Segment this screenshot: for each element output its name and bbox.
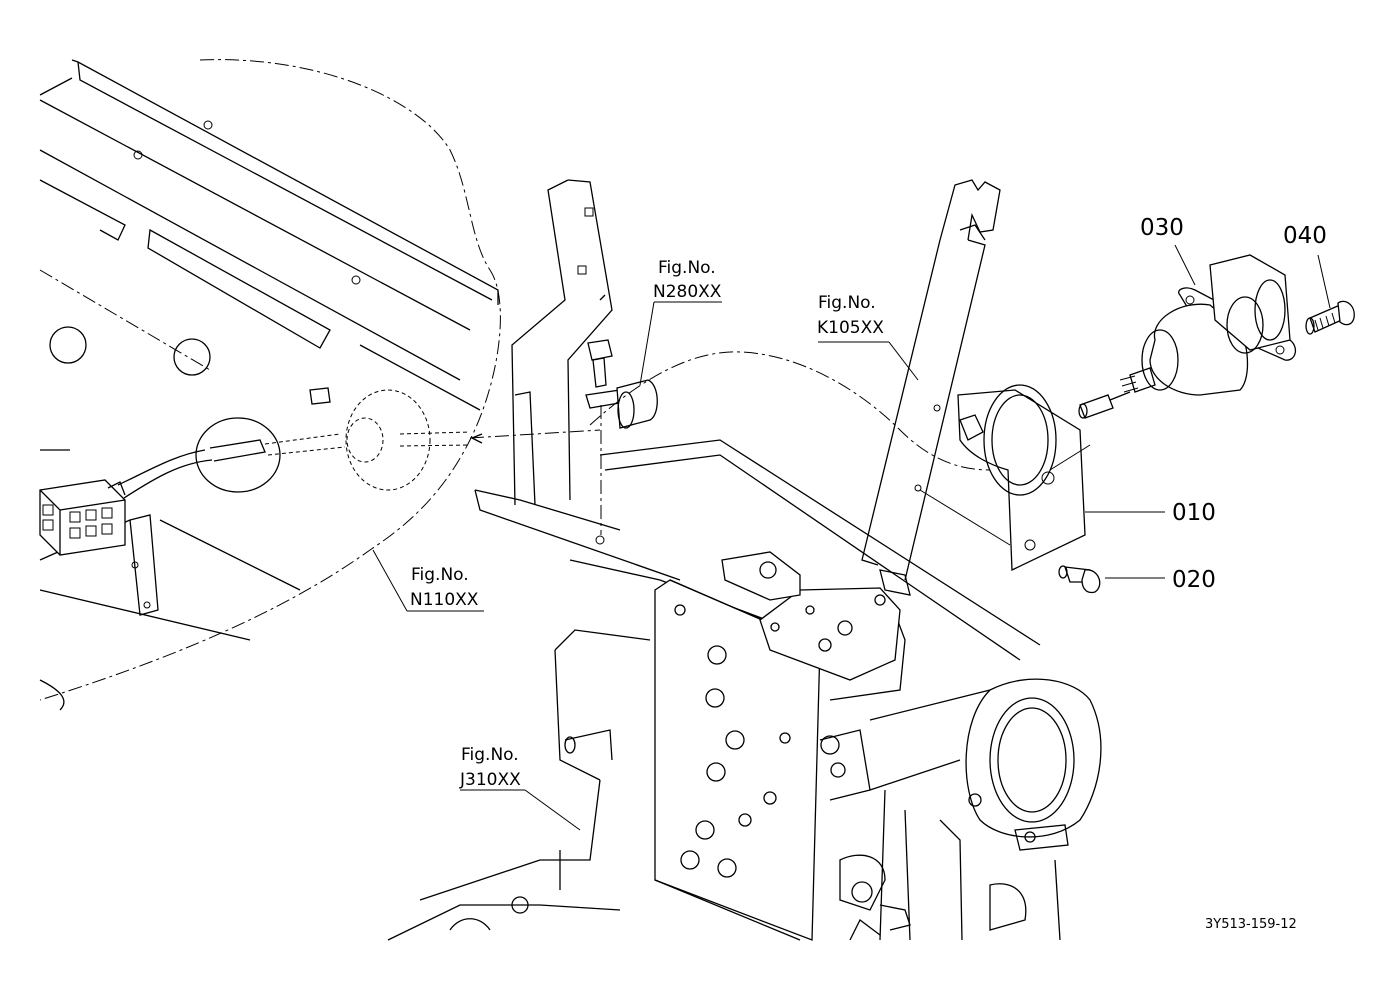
callout-n280xx-fig: Fig.No. [658, 258, 716, 278]
cylinder-housing [599, 439, 1102, 941]
valve-block [387, 551, 906, 941]
left-housing [39, 59, 501, 711]
spacer-bolt [585, 294, 658, 535]
part-number-020: 020 [1172, 567, 1216, 593]
part-number-040: 040 [1283, 223, 1327, 249]
callout-n280xx-code: N280XX [653, 282, 722, 302]
center-bracket [474, 179, 681, 581]
callout-n280xx: Fig.No. N280XX [653, 258, 722, 302]
callout-n110xx-fig: Fig.No. [411, 565, 469, 585]
callout-j310xx: Fig.No. J310XX [459, 745, 521, 790]
solenoid-030 [1078, 254, 1297, 419]
callout-j310xx-code: J310XX [459, 770, 521, 790]
callout-k105xx-fig: Fig.No. [818, 293, 876, 313]
grommet [345, 389, 601, 491]
callout-k105xx: Fig.No. K105XX [817, 293, 884, 338]
bolt-040 [1305, 300, 1355, 335]
part-number-030: 030 [1140, 215, 1184, 241]
callout-j310xx-fig: Fig.No. [461, 745, 519, 765]
drawing-code: 3Y513-159-12 [1205, 917, 1297, 932]
part-number-010: 010 [1172, 500, 1216, 526]
vertical-lever [861, 179, 1001, 596]
callout-n110xx-code: N110XX [410, 590, 479, 610]
linkage-path [589, 351, 991, 471]
callout-k105xx-code: K105XX [817, 318, 884, 338]
solenoid-bracket-010 [957, 384, 1086, 572]
callout-n110xx: Fig.No. N110XX [410, 565, 479, 610]
leader-lines [372, 244, 1331, 831]
bolt-020 [1058, 565, 1101, 594]
wire-harness [39, 417, 346, 556]
